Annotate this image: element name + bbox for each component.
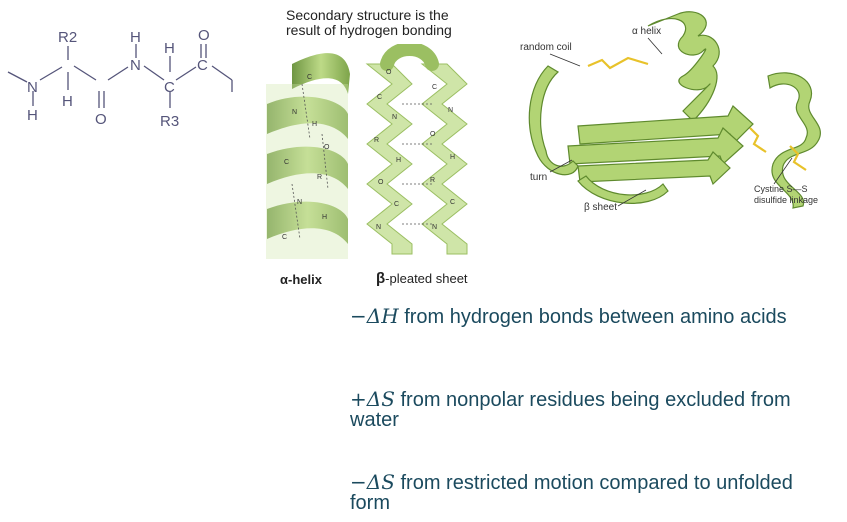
secondary-structure-art: C N H O C R N H C O C N R H O C N C N O … bbox=[266, 44, 468, 259]
secondary-structure-panel: Secondary structure is the result of hyd… bbox=[262, 4, 512, 294]
svg-text:C: C bbox=[450, 199, 455, 206]
secondary-structure-title: Secondary structure is the result of hyd… bbox=[286, 8, 452, 38]
svg-text:R: R bbox=[317, 174, 322, 181]
alpha-helix-coil bbox=[647, 11, 720, 122]
random-coil-loop bbox=[528, 65, 579, 176]
atom-o-1: O bbox=[95, 111, 107, 128]
atom-h-2: H bbox=[62, 93, 73, 110]
title-line-1: Secondary structure is the bbox=[286, 7, 449, 23]
beta-arrow-1 bbox=[577, 105, 754, 146]
svg-text:N: N bbox=[392, 114, 397, 121]
turn-label: turn bbox=[530, 172, 548, 183]
peptide-backbone-diagram: N H R2 H O H N H C R3 O C bbox=[7, 27, 233, 130]
svg-text:H: H bbox=[396, 157, 401, 164]
svg-text:C: C bbox=[282, 234, 287, 241]
svg-text:R: R bbox=[430, 177, 435, 184]
svg-text:N: N bbox=[297, 199, 302, 206]
svg-text:C: C bbox=[284, 159, 289, 166]
beta-sheet-tertiary-label: β sheet bbox=[584, 202, 617, 213]
svg-text:O: O bbox=[378, 179, 384, 186]
turn-pointer bbox=[549, 159, 573, 173]
svg-text:O: O bbox=[324, 144, 330, 151]
beta-sheet-strands bbox=[365, 44, 468, 255]
bullet-entropy-motion: −ΔS from restricted motion compared to u… bbox=[350, 472, 820, 513]
svg-text:N: N bbox=[432, 224, 437, 231]
bullet-entropy-water: +ΔS from nonpolar residues being exclude… bbox=[350, 389, 820, 430]
bullet-3-symbol: −ΔS bbox=[350, 470, 395, 494]
svg-text:C: C bbox=[432, 84, 437, 91]
beta-sheet-pointer bbox=[617, 189, 647, 207]
atom-n-1: N bbox=[27, 79, 38, 96]
svg-text:C: C bbox=[394, 201, 399, 208]
alpha-helix-label: α-helix bbox=[280, 272, 322, 287]
beta-symbol: β bbox=[376, 270, 386, 287]
tertiary-structure-panel: random coil α helix turn β sheet Cystine… bbox=[518, 6, 847, 216]
beta-sheet-label: β-pleated sheet bbox=[376, 270, 468, 287]
alpha-helix-pointer bbox=[647, 37, 663, 55]
svg-text:H: H bbox=[450, 154, 455, 161]
beta-arrow-2 bbox=[567, 127, 744, 166]
random-coil-pointer bbox=[549, 53, 581, 67]
disulfide-label-line-2: disulfide linkage bbox=[754, 195, 819, 205]
svg-text:O: O bbox=[430, 131, 436, 138]
secondary-atom-letters: C N H O C R N H C O C N R H O C N C N O … bbox=[282, 69, 455, 241]
svg-text:H: H bbox=[322, 214, 327, 221]
alpha-helix-ribbon bbox=[266, 53, 350, 259]
disulfide-pointer bbox=[773, 157, 793, 185]
disulfide-label-line-1: Cystine S—S bbox=[754, 184, 808, 194]
alpha-helix-tertiary-label: α helix bbox=[632, 26, 662, 37]
random-coil-label: random coil bbox=[520, 42, 572, 53]
svg-text:C: C bbox=[377, 94, 382, 101]
disulfide-label: Cystine S—S disulfide linkage bbox=[754, 184, 818, 206]
bullet-2-text: from nonpolar residues being excluded fr… bbox=[350, 389, 791, 431]
svg-text:N: N bbox=[376, 224, 381, 231]
beta-arrow-3 bbox=[577, 151, 731, 186]
atom-o-2: O bbox=[198, 27, 210, 44]
bullet-1-symbol: −ΔH bbox=[350, 304, 399, 328]
r2-label: R2 bbox=[58, 29, 77, 46]
atom-h-3: H bbox=[130, 29, 141, 46]
svg-text:N: N bbox=[292, 109, 297, 116]
title-line-2: result of hydrogen bonding bbox=[286, 22, 452, 38]
atom-h-4: H bbox=[164, 40, 175, 57]
svg-text:N: N bbox=[448, 107, 453, 114]
svg-text:R: R bbox=[374, 137, 379, 144]
atom-h-1: H bbox=[27, 107, 38, 124]
bullet-1-text: from hydrogen bonds between amino acids bbox=[398, 306, 787, 328]
svg-text:O: O bbox=[386, 69, 392, 76]
bullet-2-symbol: +ΔS bbox=[350, 387, 395, 411]
svg-text:C: C bbox=[307, 74, 312, 81]
svg-text:H: H bbox=[312, 121, 317, 128]
atom-c-2: C bbox=[197, 57, 208, 74]
disulfide-bonds bbox=[587, 56, 807, 171]
beta-sheet-label-text: -pleated sheet bbox=[385, 271, 468, 286]
hydrogen-bond-lines bbox=[291, 83, 432, 240]
bullet-enthalpy: −ΔH from hydrogen bonds between amino ac… bbox=[350, 306, 820, 327]
bullet-3-text: from restricted motion compared to unfol… bbox=[350, 472, 793, 514]
atom-c-1: C bbox=[164, 79, 175, 96]
r3-label: R3 bbox=[160, 113, 179, 130]
atom-n-2: N bbox=[130, 57, 141, 74]
lower-loop bbox=[577, 175, 669, 204]
